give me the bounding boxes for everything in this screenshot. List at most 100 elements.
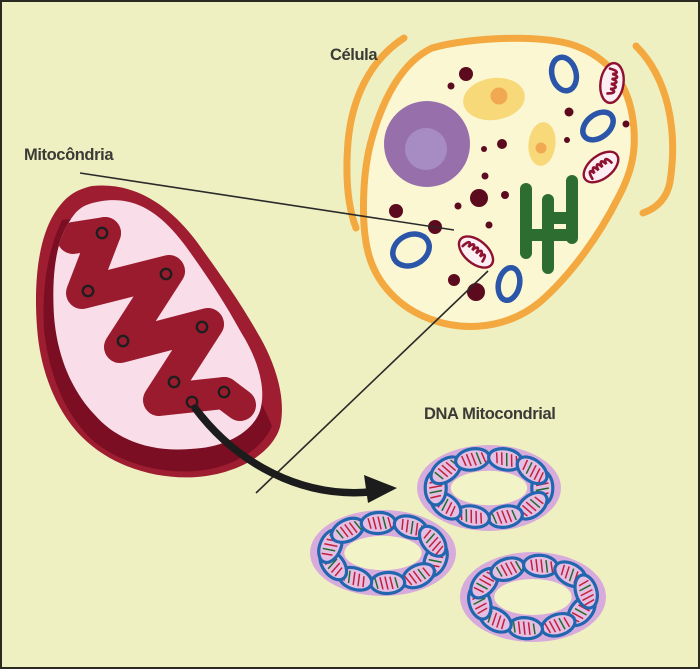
dna-base-rung (339, 526, 349, 538)
dna-base-rung (428, 536, 439, 548)
dna-base-rung (500, 564, 508, 577)
dna-base-rung (510, 454, 513, 467)
dna-base-rung (352, 571, 356, 586)
dna-base-rung (417, 568, 427, 580)
dna-base-rung (415, 522, 419, 536)
golgi-apparatus (520, 175, 578, 274)
dna-base-rung (506, 509, 513, 523)
vesicle-ring (548, 54, 580, 94)
dna-helix-segment (417, 524, 448, 558)
granule-dot (389, 204, 403, 218)
dna-base-rung (533, 468, 541, 481)
dna-base-rung (387, 517, 392, 528)
dna-plasmids (310, 445, 606, 642)
dna-base-rung (404, 575, 413, 586)
dna-base-rung (535, 487, 549, 492)
dna-base-rung (465, 453, 472, 467)
callout-line-bottom (255, 270, 489, 494)
dna-helix-segment (487, 504, 524, 529)
dna-base-rung (465, 509, 468, 522)
granule-dot (501, 191, 509, 199)
dna-base-rung (384, 576, 389, 590)
dna-base-rung (401, 518, 404, 530)
dna-base-rung (431, 540, 442, 552)
dna-base-rung (482, 574, 495, 583)
dna-base-rung (509, 561, 518, 574)
dna-base-rung (525, 501, 537, 512)
granule-dot (447, 82, 455, 90)
dna-base-rung (379, 576, 384, 590)
mitochondrion-illustration (35, 185, 282, 478)
dna-base-rung (568, 568, 575, 582)
dna-base-rung (470, 509, 473, 523)
nucleoid-ring (159, 267, 173, 281)
granule-dot (481, 172, 489, 180)
dna-base-rung (580, 588, 593, 597)
nucleolus (405, 128, 447, 170)
dna-base-rung (540, 559, 544, 573)
vesicle-ring (580, 109, 616, 143)
nucleoid-ring (195, 320, 209, 334)
dna-helix-segment (515, 455, 549, 486)
dna-base-rung (430, 494, 442, 499)
yellow-organelle-small (528, 122, 556, 166)
dna-base-rung (429, 489, 443, 494)
mini-mitochondrion-cristae (461, 240, 487, 263)
dna-base-rung (479, 578, 492, 587)
dna-base-rung (425, 532, 436, 544)
cristae-finger (208, 377, 256, 421)
dna-base-rung (435, 545, 444, 555)
nucleoid-ring (217, 385, 231, 399)
granule-dot (485, 221, 493, 229)
yellow-organelle-core (490, 87, 508, 105)
yellow-organelle-core (535, 142, 547, 154)
dna-base-rung (367, 517, 372, 529)
dna-base-rung (423, 529, 432, 539)
dna-helix-loop (506, 616, 545, 641)
dna-base-rung (389, 576, 394, 590)
dna-base-rung (437, 467, 449, 478)
dna-base-rung (500, 452, 503, 466)
dna-base-rung (410, 520, 414, 535)
dna-base-rung (475, 452, 482, 465)
dna-base-rung (514, 560, 522, 571)
dna-base-rung (445, 502, 453, 514)
dna-base-rung (405, 519, 409, 533)
dna-base-rung (496, 511, 503, 524)
dna-base-rung (475, 510, 478, 524)
dna-base-rung (491, 513, 498, 524)
granule-dot (497, 139, 507, 149)
dna-capsule-hole (450, 470, 528, 506)
granule-dot (470, 189, 488, 207)
granule-dot (564, 137, 570, 143)
dna-base-rung (532, 623, 536, 635)
mini-mitochondrion-cristae (588, 157, 613, 181)
dna-base-rung (558, 617, 566, 630)
vesicle-rings (390, 54, 616, 304)
dna-base-rung (522, 621, 526, 635)
dna-helix-loop (369, 570, 407, 596)
dna-base-rung (445, 461, 457, 472)
dna-base-rung (434, 471, 444, 480)
dna-base-rung (382, 516, 387, 530)
dna-helix-segment (489, 556, 526, 583)
dna-helix-segment (573, 573, 599, 610)
dna-base-rung (321, 552, 333, 556)
dna-base-rung (579, 584, 592, 592)
dna-plasmid (460, 552, 606, 642)
mini-mitochondrion-cristae (606, 67, 619, 95)
dna-base-rung (428, 558, 442, 564)
granule-dot (564, 107, 574, 117)
dna-base-rung (330, 562, 341, 574)
yellow-organelle-large (463, 77, 525, 121)
granule-dot (622, 120, 630, 128)
mini-mitochondrion (457, 235, 495, 269)
dna-base-rung (530, 559, 534, 571)
dna-base-rung (535, 559, 539, 572)
dna-base-rung (348, 522, 358, 534)
dna-base-rung (564, 566, 570, 579)
dna-base-rung (529, 498, 541, 509)
dna-base-rung (441, 498, 449, 512)
dna-helix-segment (521, 553, 560, 578)
dna-base-rung (545, 559, 549, 573)
